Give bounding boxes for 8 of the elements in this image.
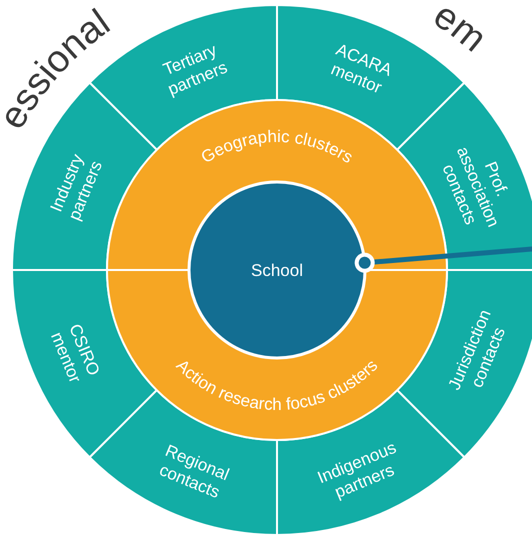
center-label: School <box>251 261 303 280</box>
ring-segment <box>396 269 532 458</box>
segment-label: CSIRO mentor <box>47 321 104 386</box>
ring-segment <box>11 269 158 458</box>
center-circle <box>188 180 366 360</box>
leader-line <box>354 246 532 273</box>
ring-segment <box>396 82 532 271</box>
title-text: em <box>426 0 494 60</box>
